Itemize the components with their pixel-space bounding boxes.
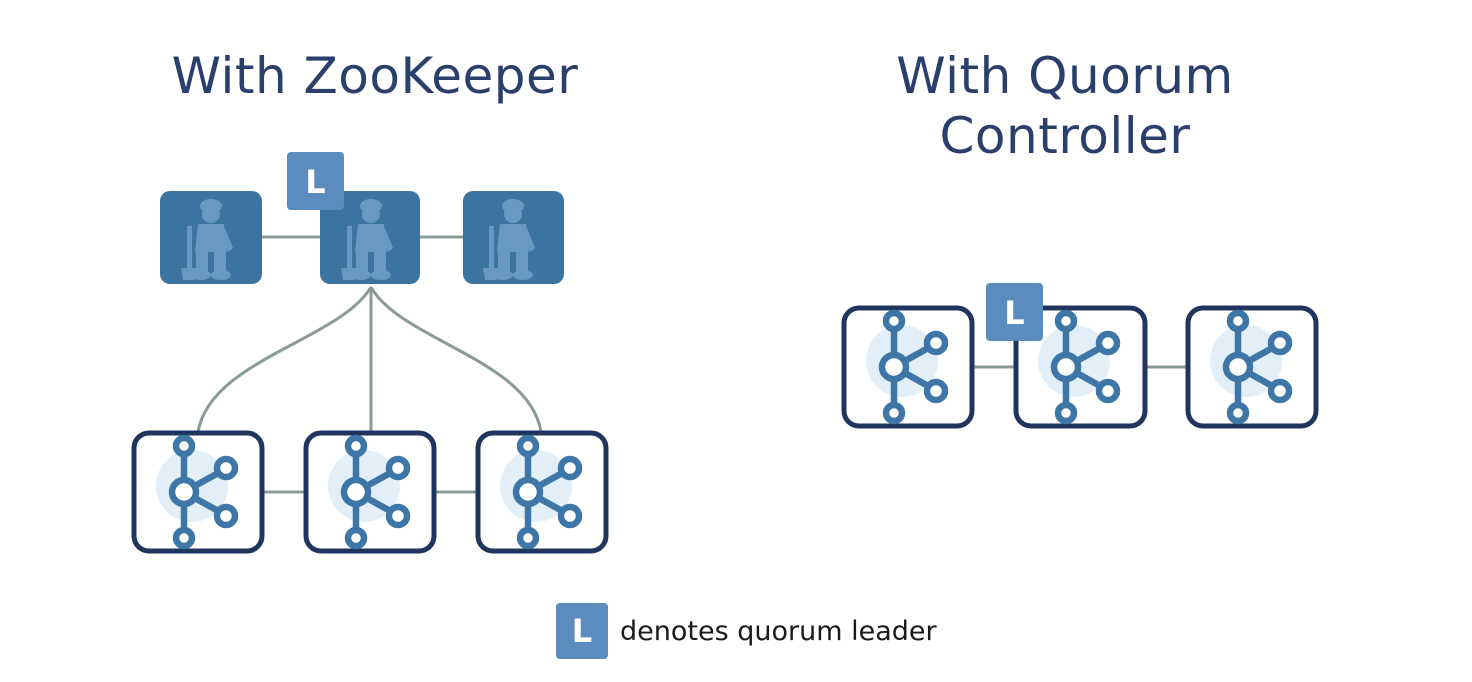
quorum-broker-node-1 [841,305,975,429]
zk-leader-badge-letter: L [305,163,325,201]
quorum-broker-node-2-leader [1013,305,1148,429]
legend-leader-badge: L [556,603,608,659]
quorum-controller-section-title: With Quorum Controller [820,46,1310,166]
quorum-leader-badge: L [986,283,1043,341]
zk-leader-badge: L [287,152,344,210]
legend-text: denotes quorum leader [620,615,937,647]
quorum-broker-node-3 [1185,305,1319,429]
zk-broker-node-1 [131,430,265,554]
zookeeper-node-3 [463,191,564,284]
zk-broker-node-3 [475,430,609,554]
zk-to-broker-3-connector [369,286,543,433]
quorum-title-line-2: Controller [939,107,1191,165]
quorum-title-line-1: With Quorum [896,47,1234,105]
zookeeper-node-2-leader [320,191,420,284]
zk-to-broker-1-connector [196,286,373,433]
zookeeper-section-title: With ZooKeeper [171,47,579,105]
zookeeper-node-1 [160,191,262,284]
legend: L denotes quorum leader [556,603,937,659]
zk-broker-node-2 [303,430,437,554]
quorum-leader-badge-letter: L [1004,294,1024,332]
